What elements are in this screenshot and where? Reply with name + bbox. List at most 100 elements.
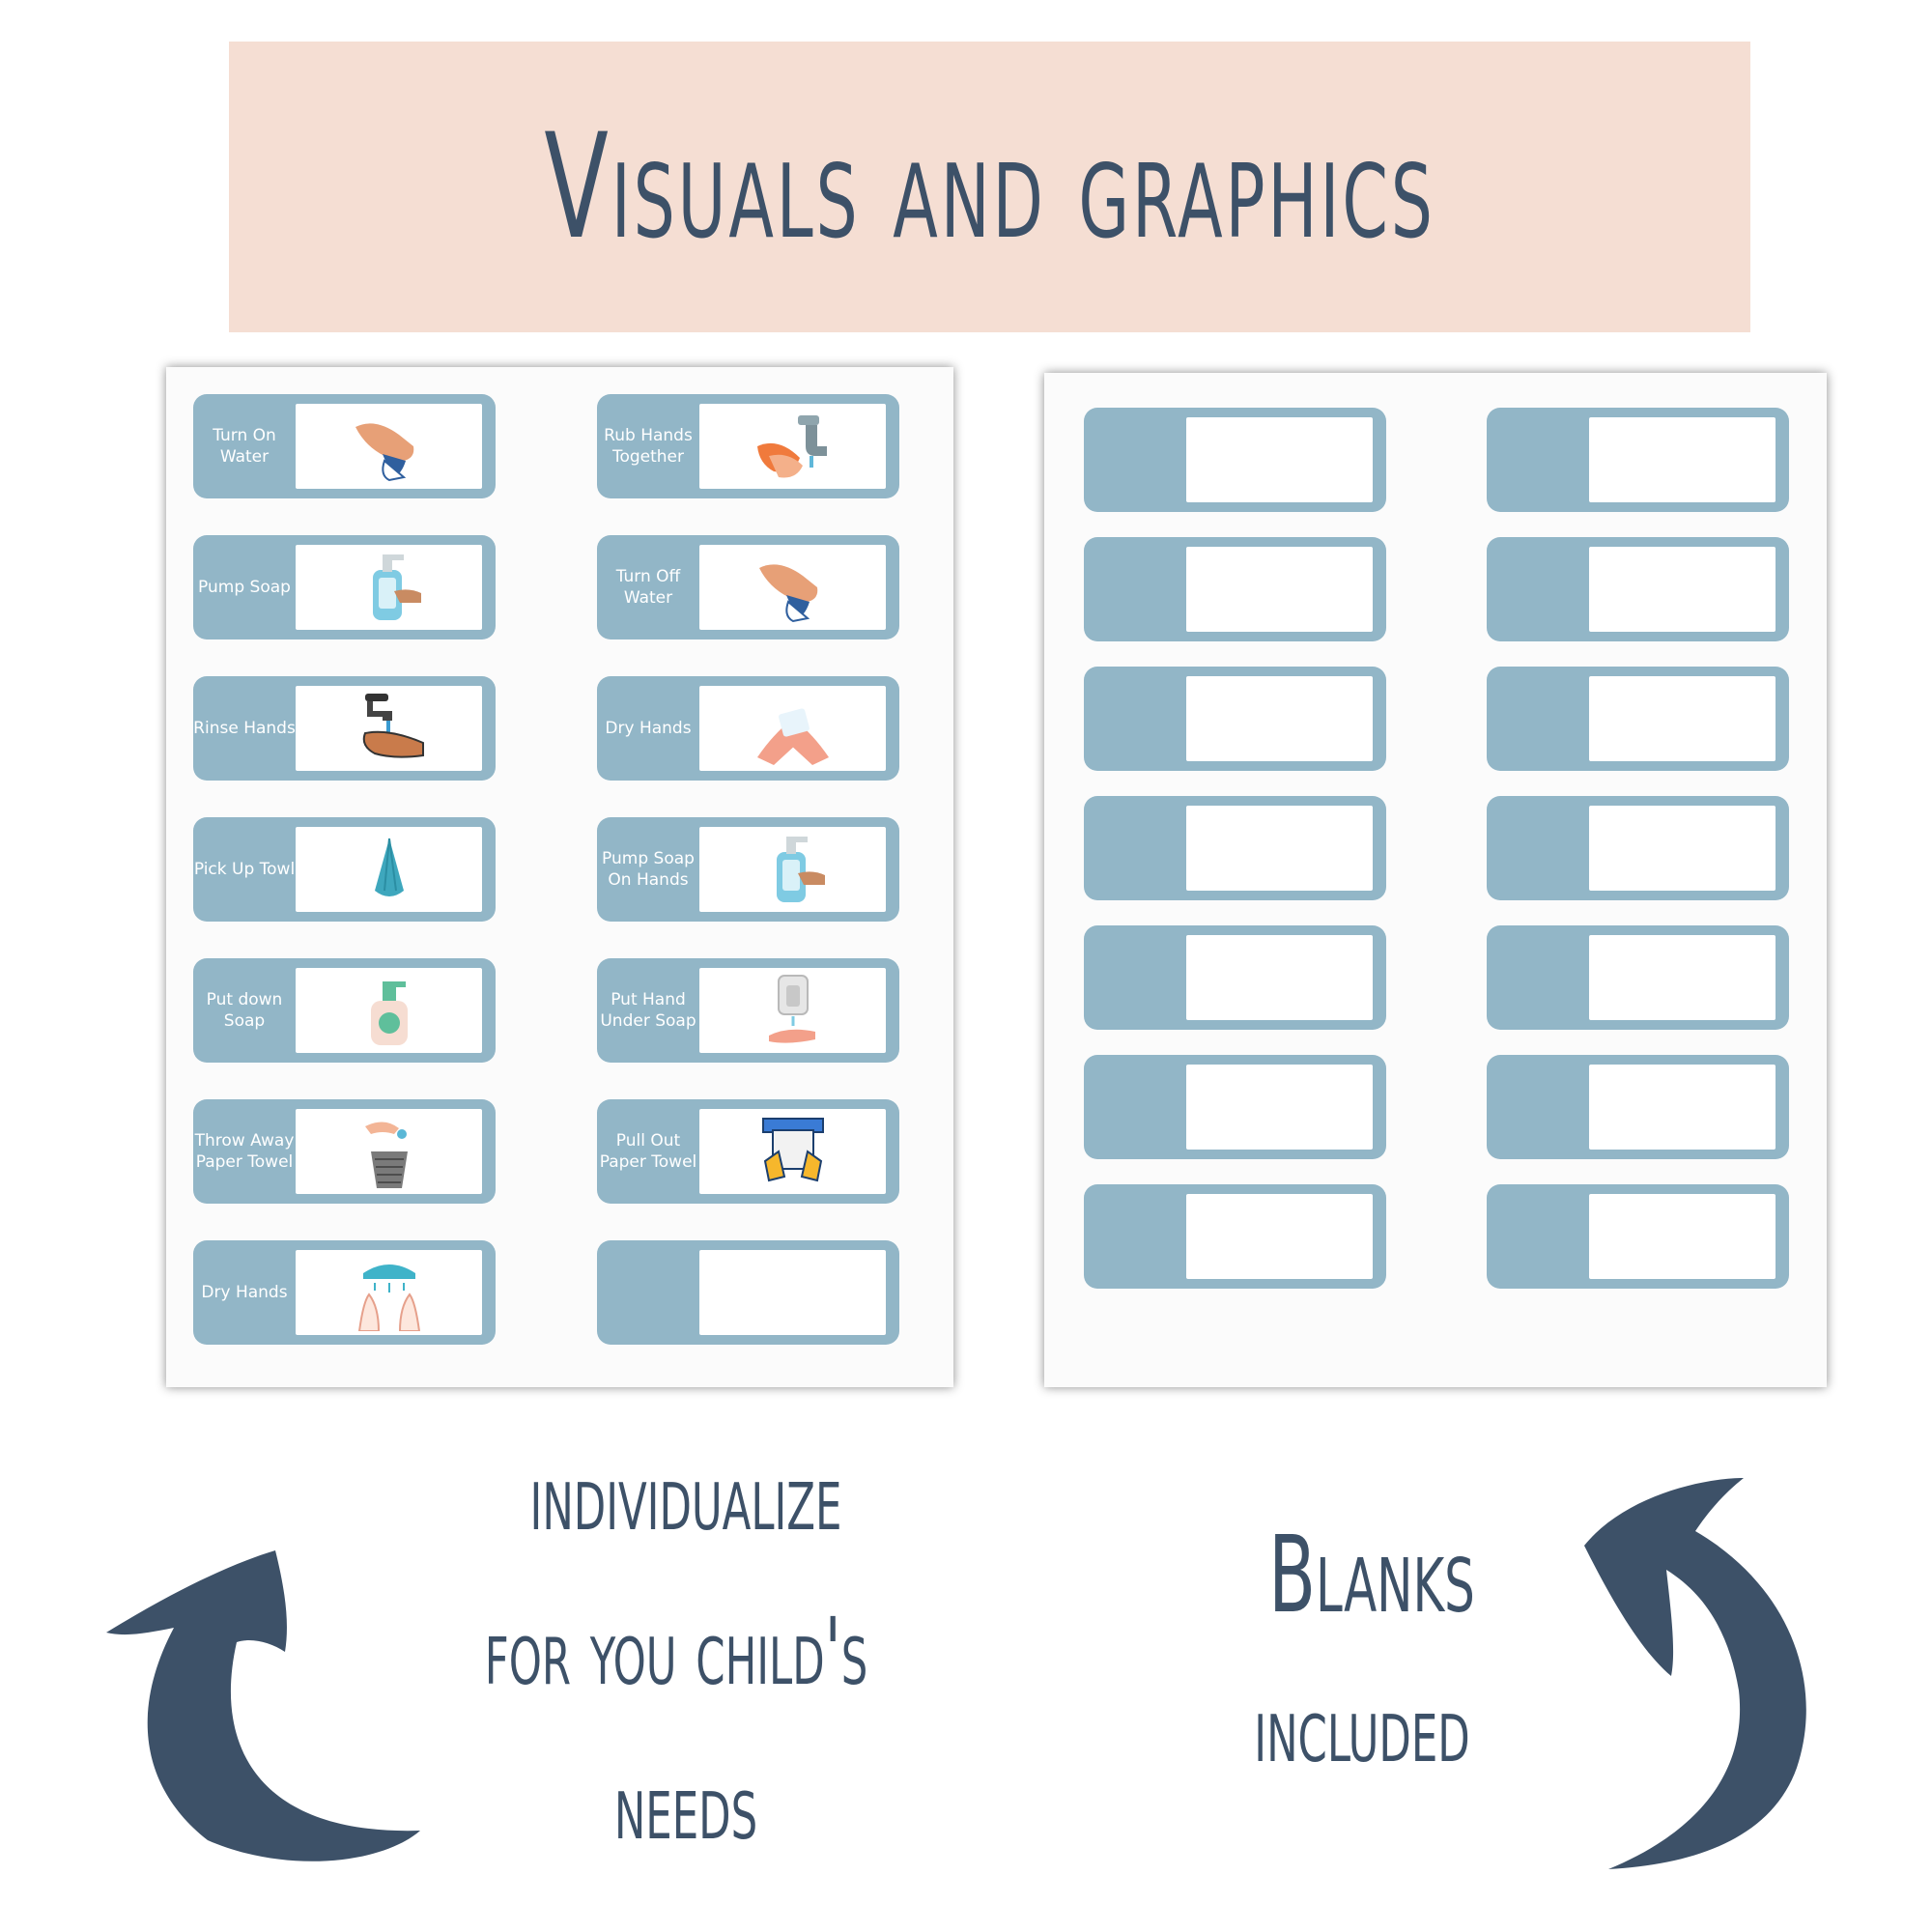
card-label: [1084, 925, 1186, 1030]
blank-card: [1487, 1055, 1789, 1159]
card-pump-soap: Pump Soap: [193, 535, 496, 639]
soap-dispenser-icon: [768, 975, 815, 1043]
card-picture-window: [1589, 676, 1776, 761]
card-dry-hands: Dry Hands: [193, 1240, 496, 1345]
card-picture-window: [296, 404, 482, 489]
card-pull-out-paper-towel: Pull Out Paper Towel: [597, 1099, 899, 1204]
card-picture-window: [1589, 417, 1776, 502]
card-label: [1084, 667, 1186, 771]
card-picture-window: [1186, 1065, 1373, 1150]
blank-card: [1487, 667, 1789, 771]
card-label: [1084, 796, 1186, 900]
card-label: Turn Off Water: [615, 567, 681, 608]
card-label: Dry Hands: [605, 719, 692, 738]
trash-basket-icon: [364, 1122, 408, 1188]
card-picture-window: [699, 968, 886, 1053]
title-banner: Visuals and graphics: [229, 42, 1750, 332]
soap-bottle-icon: [370, 981, 408, 1045]
hands-towel-icon: [756, 708, 829, 765]
blank-card: [1487, 796, 1789, 900]
blank-card: [1084, 1184, 1386, 1289]
card-picture-window: [296, 545, 482, 630]
soap-pump-icon: [372, 554, 421, 620]
card-put-hand-under-soap: Put Hand Under Soap: [597, 958, 899, 1063]
card-picture-window: [296, 1250, 482, 1335]
paper-towel-dispenser-icon: [761, 1118, 824, 1182]
card-picture-window: [699, 545, 886, 630]
curved-arrow-left-icon: [106, 1550, 420, 1861]
caption-left-line2: for you child's: [484, 1598, 868, 1706]
card-label: [1487, 537, 1589, 641]
card-picture-window: [699, 404, 886, 489]
card-label: [1487, 1184, 1589, 1289]
hand-tap-icon: [758, 564, 817, 623]
card-turn-off-water: Turn Off Water: [597, 535, 899, 639]
card-label: [1084, 408, 1186, 512]
card-picture-window: [699, 1109, 886, 1194]
blank-card: [1487, 925, 1789, 1030]
right-page-preview: [1044, 373, 1827, 1387]
card-rub-hands-together: Rub Hands Together: [597, 394, 899, 498]
blank-card: [1084, 796, 1386, 900]
card-picture-window: [296, 968, 482, 1053]
card-picture-window: [296, 1109, 482, 1194]
card-picture-window: [1589, 1065, 1776, 1150]
card-put-down-soap: Put down Soap: [193, 958, 496, 1063]
faucet-washing-icon: [756, 415, 827, 478]
card-turn-on-water: Turn On Water: [193, 394, 496, 498]
card-label: Rinse Hands: [193, 719, 296, 738]
card-label: [1487, 408, 1589, 512]
caption-left-line3: needs: [613, 1752, 758, 1861]
blank-card: [1084, 667, 1386, 771]
card-pump-soap-on-hands: Pump Soap On Hands: [597, 817, 899, 922]
card-picture-window: [699, 1250, 886, 1335]
card-label: Throw Away Paper Towel: [194, 1131, 295, 1172]
card-label: [1084, 1184, 1186, 1289]
banner-title: Visuals and graphics: [544, 102, 1435, 271]
blank-card: [1084, 925, 1386, 1030]
blank-card: [1084, 408, 1386, 512]
card-picture-window: [1186, 547, 1373, 632]
card-picture-window: [1186, 935, 1373, 1020]
hand-tap-icon: [355, 423, 413, 482]
blank-card: [1084, 537, 1386, 641]
caption-right-line2: included: [1254, 1675, 1470, 1783]
card-label: [1487, 925, 1589, 1030]
card-label: [1487, 1055, 1589, 1159]
card-picture-window: [1589, 806, 1776, 891]
card-picture-window: [1186, 676, 1373, 761]
blank-card: [597, 1240, 899, 1345]
card-label: Pump Soap On Hands: [602, 849, 695, 890]
card-pick-up-towl: Pick Up Towl: [193, 817, 496, 922]
caption-right-line1: Blanks: [1268, 1513, 1475, 1636]
card-label: Put Hand Under Soap: [600, 990, 696, 1031]
card-label: Put down Soap: [206, 990, 283, 1031]
card-label: [597, 1240, 699, 1345]
card-rinse-hands: Rinse Hands: [193, 676, 496, 781]
card-picture-window: [1186, 806, 1373, 891]
blank-card: [1487, 1184, 1789, 1289]
card-picture-window: [699, 686, 886, 771]
caption-left-line1: individualize: [529, 1443, 842, 1551]
card-label: Pull Out Paper Towel: [599, 1131, 697, 1172]
soap-pump-icon: [776, 837, 825, 902]
card-label: Turn On Water: [213, 426, 276, 467]
card-label: Pump Soap: [198, 578, 291, 597]
card-label: Dry Hands: [201, 1283, 288, 1302]
card-picture-window: [296, 686, 482, 771]
card-picture-window: [699, 827, 886, 912]
card-throw-away-paper-towel: Throw Away Paper Towel: [193, 1099, 496, 1204]
curved-arrow-right-icon: [1584, 1478, 1806, 1869]
faucet-rinse-icon: [362, 694, 424, 758]
card-picture-window: [1589, 935, 1776, 1020]
blank-card: [1487, 537, 1789, 641]
towel-icon: [374, 838, 404, 896]
card-label: [1487, 667, 1589, 771]
blank-card: [1487, 408, 1789, 512]
card-picture-window: [1589, 1194, 1776, 1279]
card-dry-hands: Dry Hands: [597, 676, 899, 781]
card-picture-window: [1186, 1194, 1373, 1279]
card-label: Pick Up Towl: [193, 860, 296, 879]
card-picture-window: [1589, 547, 1776, 632]
